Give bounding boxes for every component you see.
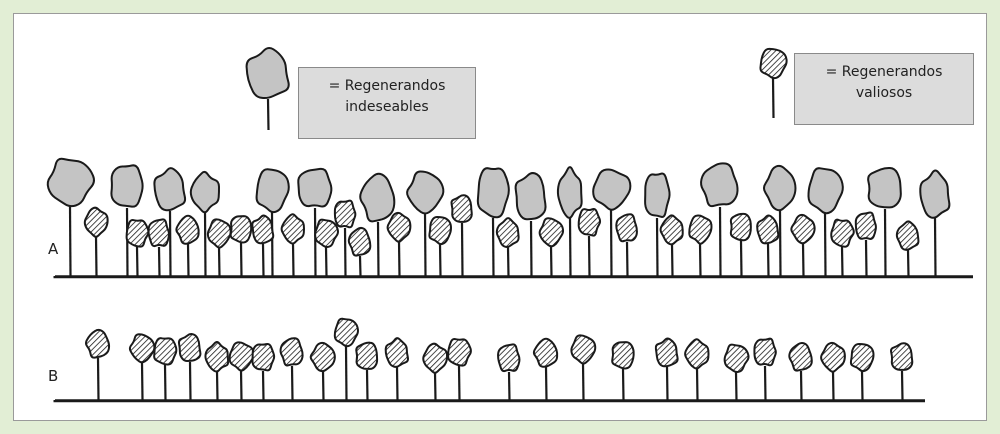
- row-a-trees: [46, 157, 973, 279]
- valuable-tree: [830, 218, 855, 277]
- valuable-tree: [532, 337, 559, 401]
- legend-valuable-line-1: = Regenerandos: [825, 64, 943, 80]
- valuable-tree: [659, 214, 684, 277]
- valuable-tree: [279, 337, 304, 401]
- valuable-tree: [570, 334, 597, 401]
- valuable-tree: [251, 214, 275, 277]
- undesirable-tree: [46, 157, 95, 277]
- valuable-tree: [495, 217, 520, 277]
- legend-undesirable-line-1: = Regenerandos: [328, 78, 446, 94]
- undesirable-tree: [153, 167, 187, 277]
- valuable-tree: [386, 211, 412, 277]
- valuable-tree: [177, 333, 202, 401]
- valuable-tree: [753, 337, 777, 401]
- valuable-tree: [229, 215, 253, 277]
- valuable-tree: [450, 194, 473, 277]
- valuable-tree: [228, 341, 255, 401]
- valuable-tree: [723, 343, 750, 401]
- valuable-tree: [333, 199, 357, 277]
- undesirable-tree: [297, 167, 333, 277]
- row-a-label: A: [48, 240, 59, 258]
- valuable-tree: [422, 342, 449, 401]
- valuable-tree: [204, 340, 230, 401]
- undesirable-tree: [359, 172, 396, 277]
- valuable-tree: [428, 215, 452, 277]
- valuable-tree: [729, 212, 752, 277]
- valuable-tree: [309, 341, 336, 401]
- valuable-tree: [756, 214, 780, 277]
- legend-valuable-box: = Regenerandos valiosos: [794, 53, 974, 125]
- valuable-tree: [684, 338, 710, 401]
- legend-valuable-tree-icon: [759, 47, 788, 119]
- undesirable-tree: [406, 170, 445, 277]
- valuable-tree: [175, 214, 200, 277]
- undesirable-tree: [514, 172, 547, 277]
- valuable-tree: [447, 338, 472, 401]
- valuable-tree: [895, 220, 920, 277]
- valuable-tree: [280, 213, 305, 277]
- undesirable-tree: [867, 166, 902, 277]
- valuable-tree: [84, 328, 111, 401]
- valuable-tree: [820, 341, 846, 401]
- valuable-tree: [890, 342, 914, 401]
- valuable-tree: [83, 206, 109, 277]
- undesirable-tree: [592, 168, 632, 277]
- valuable-tree: [206, 218, 232, 277]
- legend-undesirable-tree-icon: [245, 46, 290, 131]
- legend-undesirable-line-2: indeseables: [345, 99, 429, 115]
- undesirable-tree: [556, 166, 583, 277]
- valuable-tree: [849, 342, 875, 401]
- row-b-trees: [53, 317, 925, 403]
- valuable-tree: [347, 226, 372, 277]
- valuable-tree: [125, 219, 150, 277]
- valuable-tree: [147, 218, 170, 277]
- legend-undesirable-box: = Regenerandos indeseables: [298, 67, 476, 139]
- undesirable-tree: [919, 169, 951, 277]
- valuable-tree: [790, 213, 816, 277]
- valuable-tree: [153, 337, 178, 401]
- valuable-tree: [333, 317, 359, 401]
- undesirable-tree: [762, 164, 797, 277]
- undesirable-tree: [644, 172, 671, 277]
- valuable-tree: [611, 341, 635, 401]
- undesirable-tree: [476, 167, 510, 277]
- valuable-tree: [384, 337, 410, 401]
- valuable-tree: [577, 207, 602, 277]
- row-b-ground-line: [53, 399, 925, 403]
- valuable-tree: [497, 343, 521, 401]
- valuable-tree: [654, 337, 679, 401]
- valuable-tree: [251, 342, 276, 401]
- valuable-tree: [538, 217, 565, 277]
- undesirable-tree: [189, 170, 221, 277]
- legend-valuable-line-2: valiosos: [855, 85, 913, 101]
- valuable-tree: [128, 333, 156, 401]
- valuable-tree: [355, 341, 379, 401]
- undesirable-tree: [807, 167, 844, 277]
- valuable-tree: [788, 341, 813, 401]
- valuable-tree: [688, 214, 713, 277]
- valuable-tree: [615, 213, 638, 277]
- valuable-tree: [854, 211, 877, 277]
- undesirable-tree: [700, 162, 739, 277]
- row-a-ground-line: [53, 275, 973, 279]
- row-b-label: B: [48, 367, 59, 385]
- valuable-tree: [314, 218, 339, 277]
